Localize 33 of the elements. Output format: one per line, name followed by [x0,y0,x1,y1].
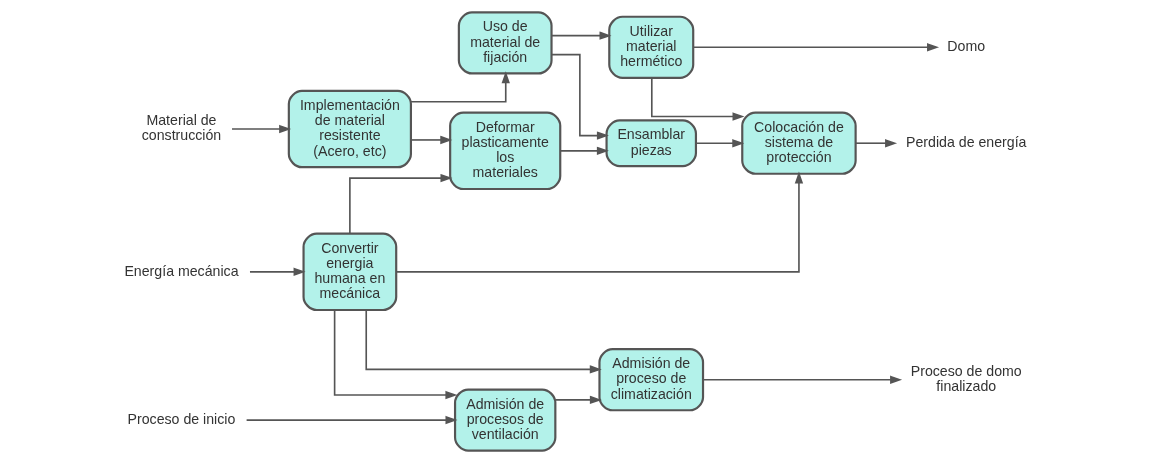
node-text: Energía mecánica [123,262,239,279]
node-text: Proceso de domo finalizado [910,362,1022,395]
node-box: Convertir energia humana en mecánica [301,232,397,312]
arrow [694,139,744,148]
arrow [333,309,457,400]
arrow [692,43,939,52]
arrow [394,171,803,273]
arrow [559,146,609,156]
arrow [409,71,510,103]
node-text: Domo [946,38,985,54]
node-box: Admisión de proceso de climatización [597,348,704,412]
arrow [409,135,452,145]
arrow [650,77,745,121]
node-box: Colocación de sistema de protección [740,111,857,175]
node-box: Utilizar material hermético [607,15,694,79]
arrow [364,309,602,374]
arrow [550,31,611,40]
arrow [245,415,457,425]
node-box: Implementación de material resistente (Acero, etc) [287,89,412,169]
node-box: Admisión de procesos de ventilación [453,388,556,452]
node-box: Ensamblar piezas [604,119,697,168]
arrow [248,267,306,277]
node-box: Uso de material de fijación [457,11,553,75]
node-text: Material de construcción [141,112,221,144]
arrow [554,395,602,405]
arrow [701,375,902,384]
arrow [348,173,452,234]
arrow [230,124,291,134]
node-text: Perdida de energía [905,133,1026,150]
node-box: Deformar plasticamente los materiales [448,111,561,191]
arrow [550,53,609,140]
node-text: Proceso de inicio [127,410,235,427]
arrow [854,139,897,148]
